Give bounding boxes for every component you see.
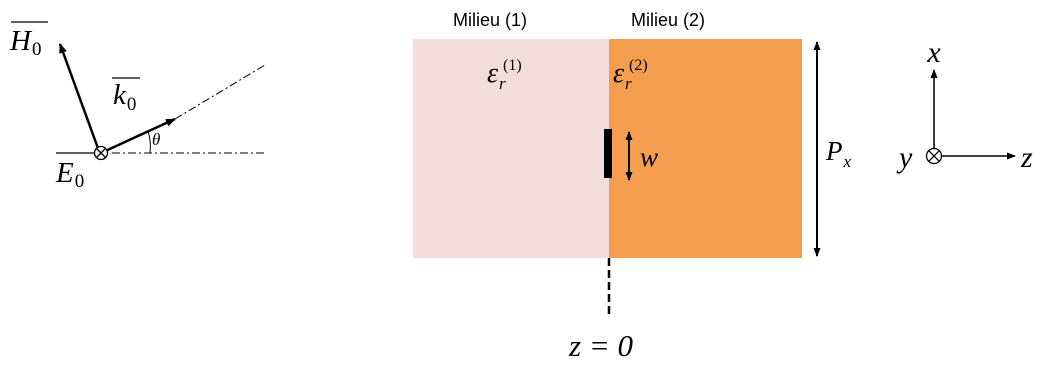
- media-block: Milieu (1) Milieu (2) εr (1) εr (2) w Px…: [413, 10, 852, 363]
- medium-1-label: Milieu (1): [453, 10, 527, 30]
- eps1-superscript: (1): [503, 57, 522, 74]
- e0-label: E0: [55, 157, 84, 192]
- eps1-label: εr: [487, 58, 506, 93]
- eps2-superscript: (2): [629, 57, 648, 74]
- z-axis-label: z: [1020, 141, 1033, 174]
- medium-2-region: [609, 39, 802, 258]
- theta-label: θ: [152, 130, 160, 149]
- h0-label: H0: [9, 25, 41, 60]
- h0-vector: [58, 43, 101, 152]
- y-axis-label: y: [896, 141, 913, 174]
- k0-label: k0: [113, 79, 136, 115]
- w-label: w: [640, 142, 658, 172]
- px-label: Px: [825, 136, 852, 171]
- y-into-page-icon: [925, 147, 943, 165]
- metal-strip: [604, 129, 612, 178]
- incident-wave: H0 k0 θ E0: [9, 21, 266, 192]
- k0-direction-line: [174, 64, 266, 120]
- coordinate-axes: x y z: [896, 36, 1033, 174]
- medium-1-region: [413, 39, 609, 258]
- medium-2-label: Milieu (2): [631, 10, 705, 30]
- x-axis-label: x: [926, 36, 941, 69]
- theta-arc: [147, 130, 151, 154]
- z0-label: z = 0: [568, 328, 633, 363]
- e0-into-page-icon: [93, 145, 109, 161]
- k0-vector: [100, 117, 176, 155]
- eps2-label: εr: [613, 58, 632, 93]
